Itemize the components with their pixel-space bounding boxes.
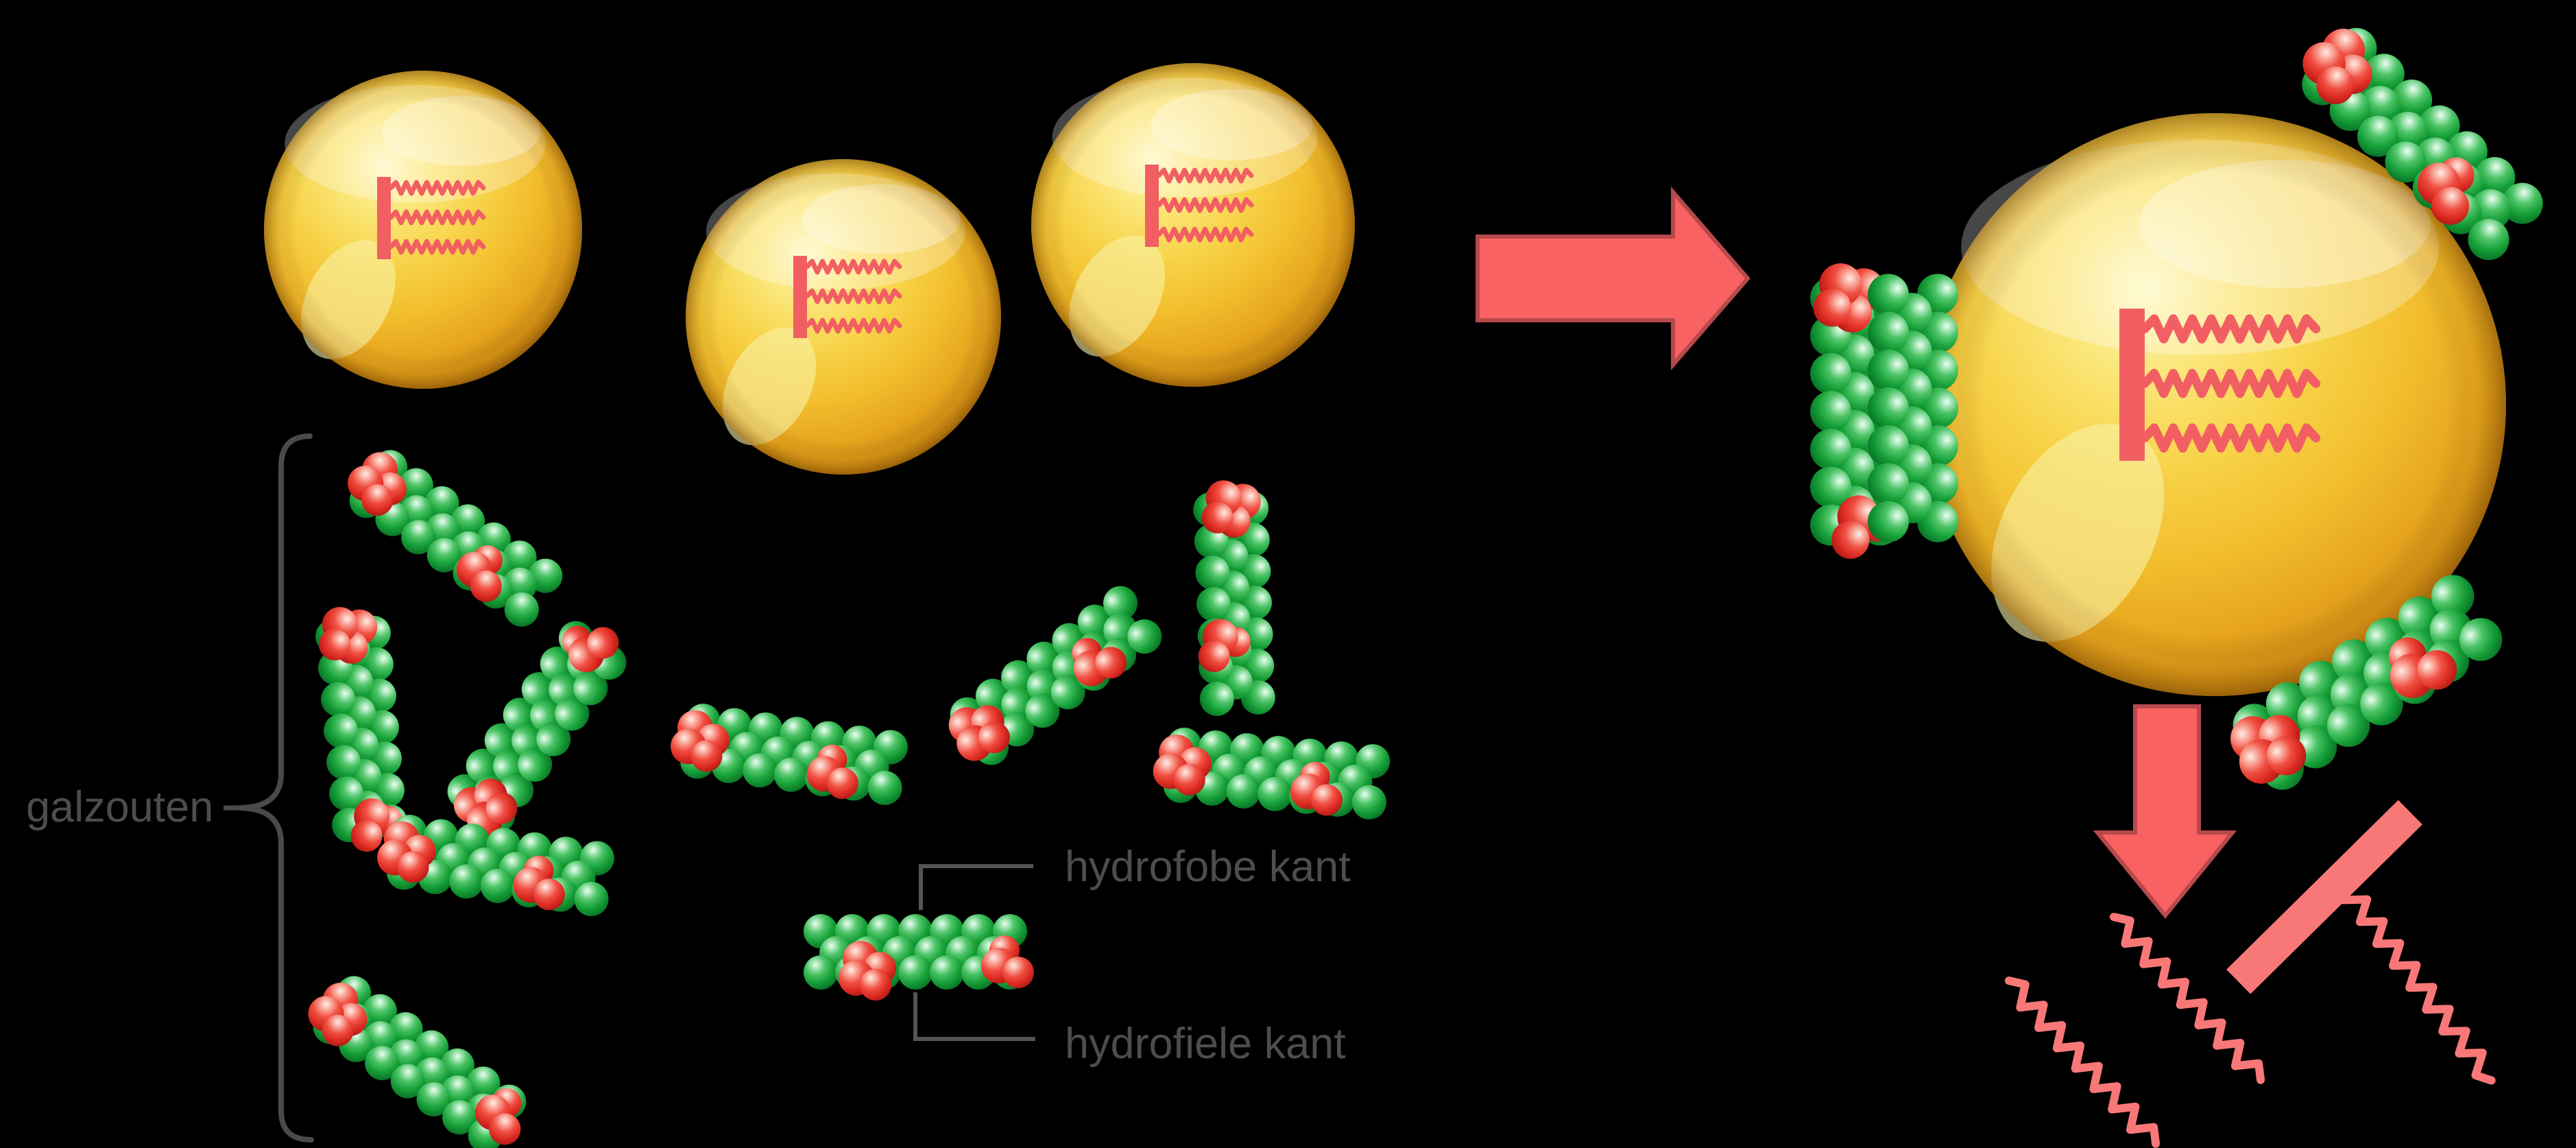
fatty-acid-squiggle-2	[2110, 913, 2265, 1084]
fatty-acid-squiggle-1	[2005, 977, 2160, 1148]
bile-salt-molecule-3	[434, 606, 640, 849]
fat-droplet-2	[686, 159, 1001, 475]
bile-salt-molecule-8	[1192, 479, 1276, 717]
arrow-down-icon	[2093, 704, 2237, 919]
bile-salt-molecule-2	[313, 603, 410, 854]
galzouten-brace	[238, 433, 314, 1143]
hydrophobic-label: hydrofobe kant	[1065, 843, 1351, 891]
hydrophilic-connector-line	[913, 992, 1035, 1041]
bile-salt-attached-2	[1868, 274, 1958, 542]
monoglyceride-bar-icon	[2226, 800, 2422, 994]
bile-salt-molecule-6	[666, 699, 910, 807]
hydrophilic-label: hydrofiele kant	[1065, 1020, 1346, 1068]
bile-salt-molecule-5	[297, 963, 542, 1148]
fat-droplet-1	[264, 71, 582, 390]
fatty-acid-squiggle-3	[2331, 868, 2496, 1085]
hydrophobic-connector-line	[919, 864, 1033, 910]
bile-salt-molecule-10	[1151, 726, 1391, 821]
bile-salt-molecule-labeled	[804, 914, 1034, 1001]
galzouten-label: galzouten	[26, 783, 213, 831]
arrow-right-icon	[1476, 186, 1750, 371]
bile-salt-molecule-1	[333, 437, 569, 634]
fat-droplet-3	[1031, 62, 1355, 387]
bile-salt-molecule-7	[934, 579, 1168, 779]
